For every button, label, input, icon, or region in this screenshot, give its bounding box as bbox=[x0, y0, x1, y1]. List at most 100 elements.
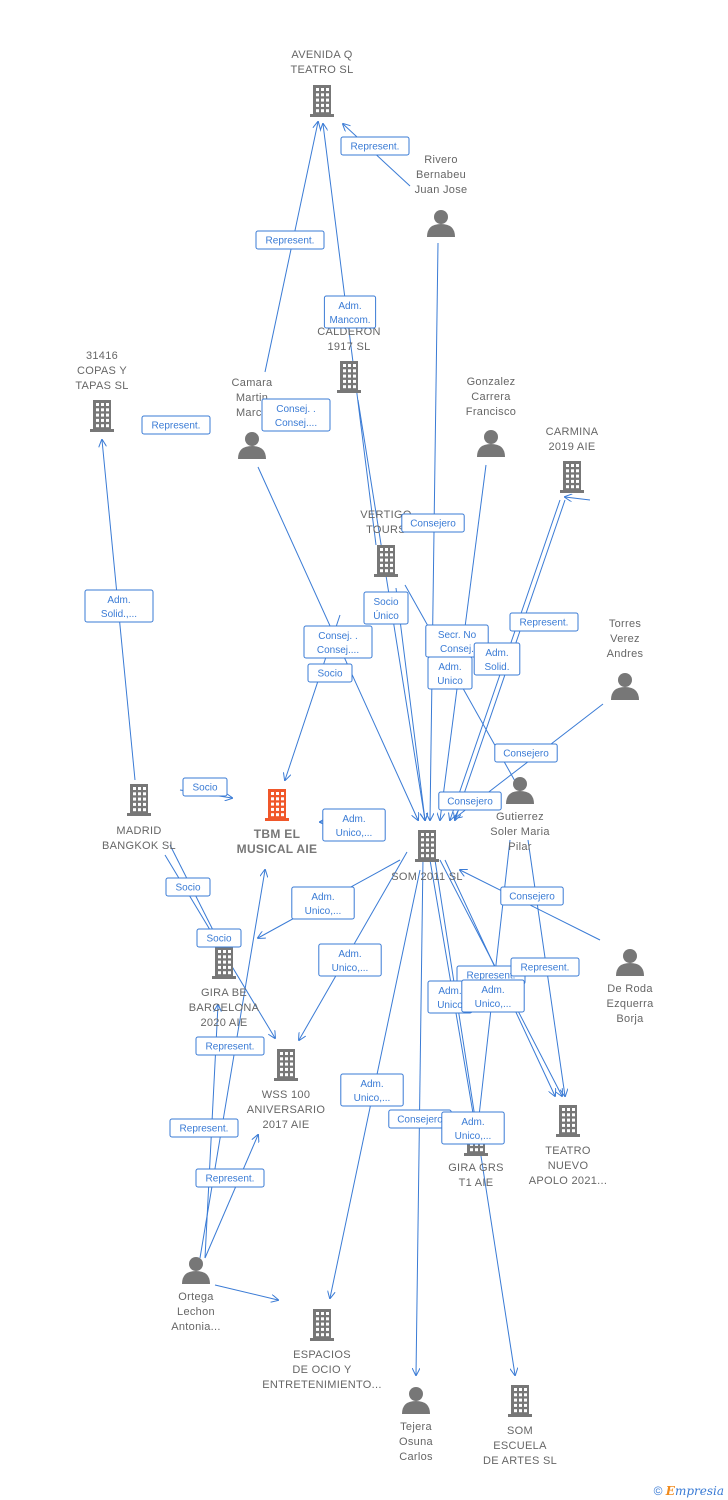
node-ortega[interactable]: OrtegaLechonAntonia... bbox=[171, 1257, 220, 1333]
edge-label-text: Único bbox=[373, 609, 399, 622]
edge-label-e16[interactable]: Consejero bbox=[438, 791, 502, 811]
building-icon bbox=[556, 1105, 580, 1137]
edge-label-text: Unico,... bbox=[336, 828, 373, 839]
edge-label-box bbox=[438, 791, 502, 811]
brand-logo[interactable]: Empresia bbox=[665, 1484, 724, 1498]
building-icon bbox=[310, 1309, 334, 1341]
edge-label-text: Represent. bbox=[266, 236, 315, 247]
edge-label-e2[interactable]: Represent. bbox=[340, 136, 410, 156]
edge-label-text: Mancom. bbox=[329, 315, 370, 326]
edge-label-text: Secr. No bbox=[438, 630, 477, 641]
node-label-line: 2020 AIE bbox=[200, 1017, 247, 1029]
edge-label-text: Consej. . bbox=[318, 631, 357, 642]
edge-label-text: Consejero bbox=[410, 519, 456, 530]
edge-label-box bbox=[196, 928, 242, 948]
edge-label-e26[interactable]: Adm.Unico bbox=[427, 980, 473, 1014]
node-label-line: APOLO 2021... bbox=[529, 1175, 608, 1187]
edge-label-text: Unico,... bbox=[332, 963, 369, 974]
edge-label-e20[interactable]: Adm.Unico,... bbox=[291, 886, 355, 920]
node-label-line: Soler Maria bbox=[490, 826, 550, 838]
edge-label-e30[interactable]: Adm.Unico,... bbox=[340, 1073, 404, 1107]
edge-label-e23[interactable]: Adm. Unico,... bbox=[318, 943, 382, 977]
node-label-line: Gutierrez bbox=[496, 811, 544, 823]
edge-label-box bbox=[509, 612, 579, 632]
edge-label-text: Consej.... bbox=[317, 645, 359, 656]
edge-label-e12[interactable]: Adm.Unico bbox=[427, 656, 473, 690]
edge-label-e22[interactable]: Consejero bbox=[500, 886, 564, 906]
edge-label-box bbox=[141, 415, 211, 435]
node-label-line: BANGKOK SL bbox=[102, 840, 176, 852]
edge-label-e28[interactable]: Represent. bbox=[195, 1036, 265, 1056]
edge-label-e4[interactable]: Consej. .Consej.... bbox=[261, 398, 331, 432]
node-label-line: Camara bbox=[232, 377, 274, 389]
edge-label-e17[interactable]: Socio bbox=[182, 777, 228, 797]
edge-label-text: Unico,... bbox=[305, 906, 342, 917]
node-label-line: 31416 bbox=[86, 350, 118, 362]
edge-label-text: Unico bbox=[437, 676, 463, 687]
edge-label-e9[interactable]: Consej. . Consej.... bbox=[303, 625, 373, 659]
edge-label-e14[interactable]: Represent. bbox=[509, 612, 579, 632]
node-label-line: GIRA GRS bbox=[448, 1162, 504, 1174]
edge-label-e25[interactable]: Represent. bbox=[510, 957, 580, 977]
edge-label-e18[interactable]: Adm.Unico,... bbox=[322, 808, 386, 842]
edge-label-e32[interactable]: Adm.Unico,... bbox=[441, 1111, 505, 1145]
person-icon bbox=[427, 210, 455, 237]
edge-label-e31[interactable]: Consejero bbox=[388, 1109, 452, 1129]
edge-label-box bbox=[340, 136, 410, 156]
edge-label-e21[interactable]: Socio bbox=[196, 928, 242, 948]
edge-label-e7[interactable]: Consejero bbox=[401, 513, 465, 533]
node-label-line: ESCUELA bbox=[493, 1440, 547, 1452]
edge-label-e13[interactable]: Adm.Solid. bbox=[473, 642, 521, 676]
building-icon bbox=[90, 400, 114, 432]
edge-label-box bbox=[318, 943, 382, 977]
edge-label-text: Adm. bbox=[485, 648, 508, 659]
edge-label-e29[interactable]: Represent. bbox=[169, 1118, 239, 1138]
node-label-line: TEATRO SL bbox=[290, 64, 353, 76]
node-label-line: BARCELONA bbox=[189, 1002, 260, 1014]
edge-label-e10[interactable]: Socio bbox=[307, 663, 353, 683]
node-label-line: 1917 SL bbox=[327, 341, 370, 353]
edge-label-e1[interactable]: Represent. bbox=[255, 230, 325, 250]
node-label-line: De Roda bbox=[607, 983, 653, 995]
edge-label-e6[interactable]: Adm.Solid.,... bbox=[84, 589, 154, 623]
edge-label-text: Unico,... bbox=[475, 999, 512, 1010]
edge-label-box bbox=[441, 1111, 505, 1145]
edge-label-e15[interactable]: Consejero bbox=[494, 743, 558, 763]
node-label-line: Pilar bbox=[508, 841, 532, 853]
node-label-line: Osuna bbox=[399, 1436, 433, 1448]
node-label-line: Torres bbox=[609, 618, 642, 630]
edge-label-text: Represent. bbox=[521, 963, 570, 974]
edge-label-text: Adm. bbox=[338, 949, 361, 960]
edge-label-e3[interactable]: Adm.Mancom. bbox=[323, 295, 377, 329]
edge-label-e5[interactable]: Represent. bbox=[141, 415, 211, 435]
edge-label-text: Unico,... bbox=[455, 1131, 492, 1142]
node-som2011[interactable]: SOM 2011 SL bbox=[391, 830, 463, 883]
edge-label-e27[interactable]: Adm.Unico,... bbox=[461, 979, 525, 1013]
edge-label-text: Unico,... bbox=[354, 1093, 391, 1104]
edge-label-text: Socio bbox=[206, 934, 231, 945]
edge-label-e33[interactable]: Represent. bbox=[195, 1168, 265, 1188]
edge-label-e19[interactable]: Socio bbox=[165, 877, 211, 897]
